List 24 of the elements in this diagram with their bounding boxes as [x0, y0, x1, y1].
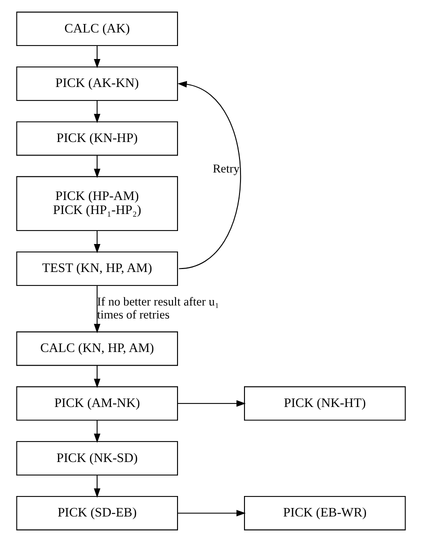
node-box: PICK (EB-WR): [244, 496, 406, 530]
arrow: [94, 230, 100, 254]
node-box: PICK (SD-EB): [16, 496, 178, 530]
arrow: [94, 45, 100, 68]
arrow: [178, 81, 241, 270]
arrow: [94, 474, 100, 498]
arrow: [94, 420, 100, 443]
arrow: [94, 364, 100, 388]
arrow: [94, 285, 100, 334]
edge-label: If no better result after u₁ times of retries: [97, 294, 220, 322]
arrow: [177, 400, 246, 407]
node-box: CALC (AK): [16, 12, 178, 46]
node-box: CALC (KN, HP, AM): [16, 331, 178, 366]
arrow: [94, 100, 100, 124]
node-box: PICK (NK-HT): [244, 386, 406, 421]
edge-label: Retry: [212, 161, 240, 176]
node-box: PICK (HP-AM) PICK (HP₁-HP₂): [16, 176, 178, 232]
node-box: PICK (NK-SD): [16, 441, 178, 476]
node-box: TEST (KN, HP, AM): [16, 251, 178, 286]
node-box: PICK (AK-KN): [16, 66, 178, 101]
arrow: [177, 510, 246, 516]
node-box: PICK (KN-HP): [16, 121, 178, 156]
arrow: [94, 154, 100, 178]
node-box: PICK (AM-NK): [16, 386, 178, 421]
